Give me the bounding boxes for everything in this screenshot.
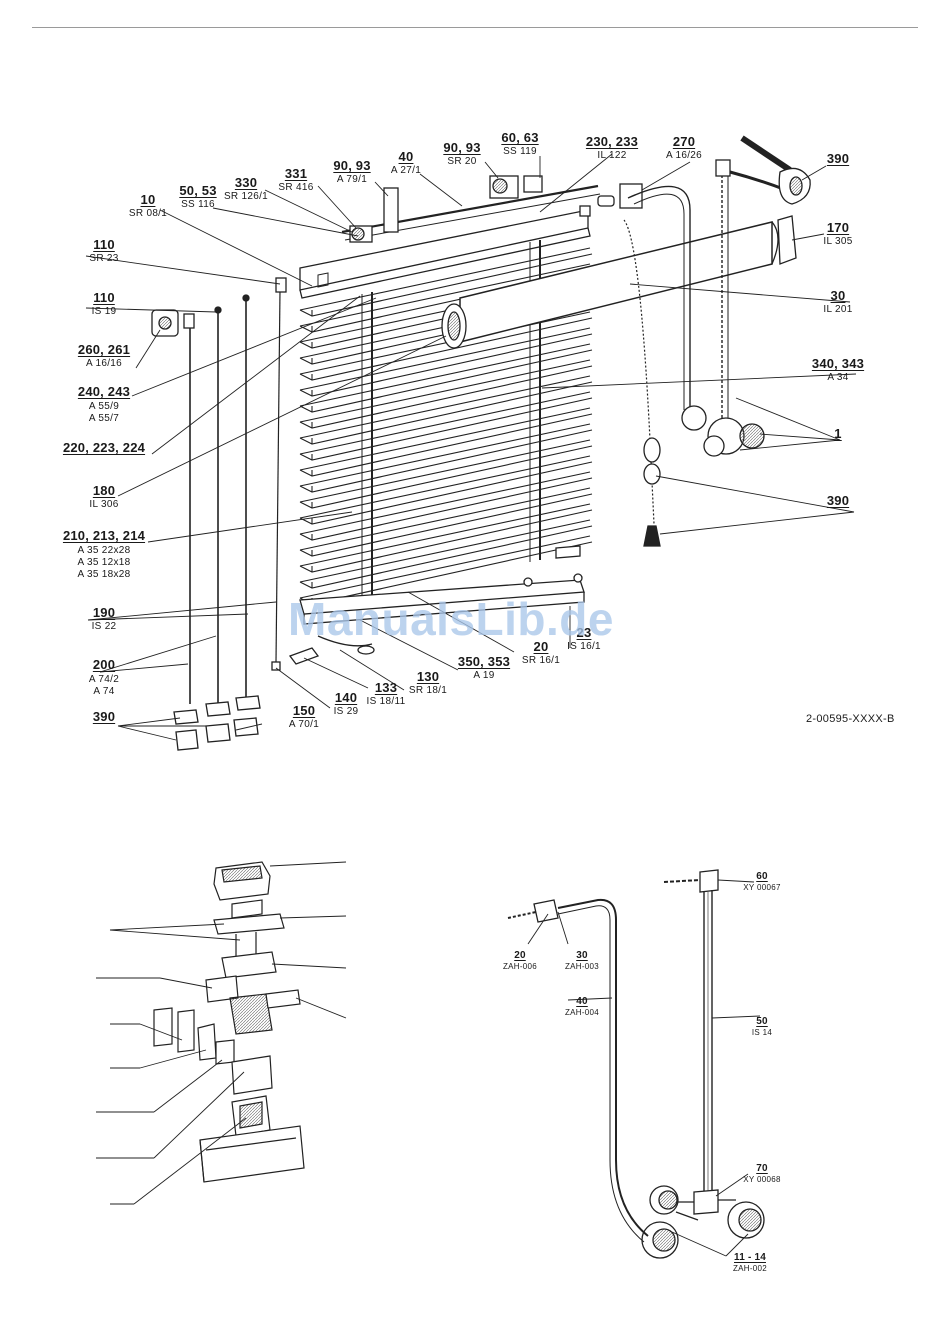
slat	[299, 439, 593, 509]
slat	[299, 487, 593, 557]
slat	[299, 343, 593, 413]
slat	[299, 503, 593, 573]
slat	[299, 391, 593, 461]
slat	[299, 247, 593, 317]
crank-assembly	[507, 869, 765, 1259]
callout-390-bottom: 390	[92, 709, 116, 724]
slat	[299, 327, 593, 397]
watermark: ManualsLib.de	[288, 593, 614, 645]
callout-390-top: 390	[826, 151, 850, 166]
callout-390-right: 390	[826, 493, 850, 508]
bracket-explode	[153, 861, 305, 1183]
slat	[299, 407, 593, 477]
diagram-reference: 2-00595-XXXX-B	[806, 713, 895, 725]
slat	[299, 471, 593, 541]
slat	[299, 455, 593, 525]
slat	[299, 359, 593, 429]
leader-lines-top	[85, 153, 857, 741]
slat	[299, 423, 593, 493]
callout-1: 1	[834, 426, 842, 441]
slat	[299, 519, 593, 589]
callout-220-223-224: 220, 223, 224	[62, 440, 146, 455]
leader-lines-bracket	[96, 861, 347, 1205]
blind-assembly	[151, 135, 811, 751]
slat	[299, 375, 593, 445]
leader-lines-crank	[527, 879, 761, 1257]
header-rule	[32, 27, 918, 28]
